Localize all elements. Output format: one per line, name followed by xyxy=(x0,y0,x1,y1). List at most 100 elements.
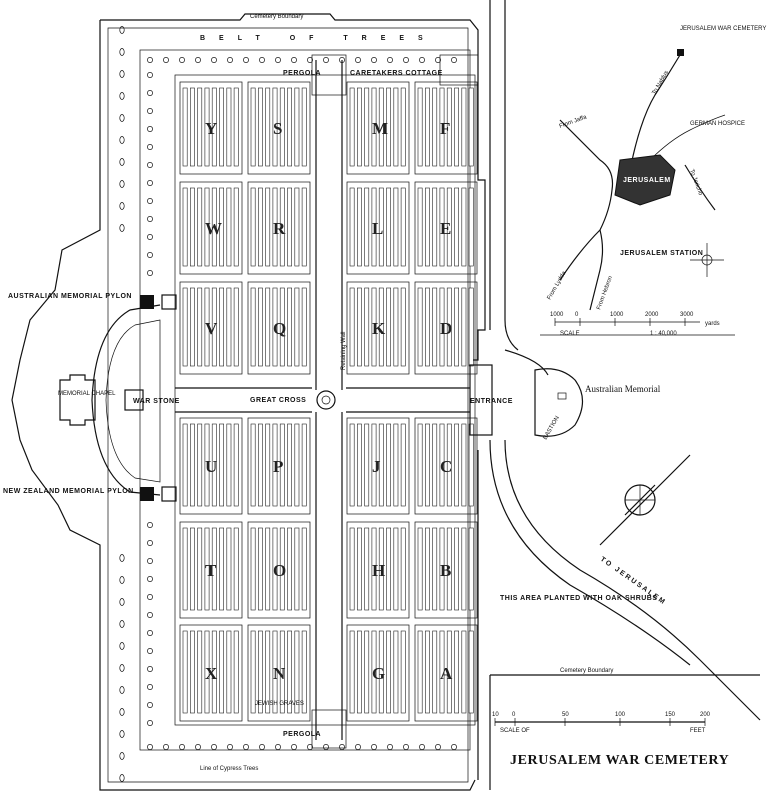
scale-tick-label: 100 xyxy=(615,712,626,718)
grave-row xyxy=(197,630,203,714)
australian-memorial-icon xyxy=(557,392,567,400)
grave-row xyxy=(417,630,423,714)
grave-row xyxy=(226,87,232,167)
tree-icon xyxy=(147,702,153,708)
tree-icon xyxy=(435,744,441,750)
scale-tick-label: 50 xyxy=(562,712,569,718)
grave-row xyxy=(386,187,391,267)
tree-icon xyxy=(119,202,125,210)
grave-row xyxy=(468,287,474,367)
grave-row xyxy=(371,630,377,714)
grave-row xyxy=(356,87,362,167)
grave-row xyxy=(461,287,467,367)
cemetery-boundary-right-label: Cemetery Boundary xyxy=(560,668,613,674)
plot-letter: W xyxy=(205,219,222,238)
grave-row xyxy=(226,527,232,611)
grave-row xyxy=(294,187,300,267)
plot-letter: M xyxy=(372,119,388,138)
tree-icon xyxy=(371,57,377,63)
north-south-path xyxy=(315,60,343,740)
grave-row xyxy=(219,630,224,714)
grave-row xyxy=(211,527,217,611)
plot-block xyxy=(414,81,478,175)
plot-letter: L xyxy=(372,219,383,238)
plot-letter: A xyxy=(440,664,453,683)
inset-scale-tick-label: 3000 xyxy=(680,312,694,318)
tree-icon xyxy=(147,576,153,582)
grave-row xyxy=(233,527,239,611)
inset-scale-bar xyxy=(554,318,700,326)
plot-letter: D xyxy=(440,319,452,338)
grave-row xyxy=(393,630,399,714)
new-zealand-pylon-icon xyxy=(140,487,154,501)
tree-icon xyxy=(179,57,185,63)
grave-row xyxy=(400,87,406,167)
grave-row xyxy=(250,87,256,167)
belt-of-trees-label: BELT OF TREES xyxy=(200,35,437,42)
grave-row xyxy=(393,423,399,507)
grave-row xyxy=(182,287,188,367)
grave-row xyxy=(400,527,406,611)
grave-row xyxy=(454,630,459,714)
grave-row xyxy=(454,423,459,507)
tree-icon xyxy=(147,594,153,600)
grave-row xyxy=(468,527,474,611)
grave-row xyxy=(446,630,452,714)
grave-row xyxy=(233,187,239,267)
grave-row xyxy=(364,187,370,267)
inset-scale-tick-label: 1000 xyxy=(610,312,624,318)
plot-block xyxy=(414,281,478,375)
grave-row xyxy=(461,630,467,714)
grave-row xyxy=(356,527,362,611)
grave-row xyxy=(424,630,430,714)
grave-row xyxy=(301,287,307,367)
tree-icon xyxy=(355,57,361,63)
tree-icon xyxy=(387,57,393,63)
grave-row xyxy=(287,527,292,611)
grave-row xyxy=(432,630,438,714)
grave-row xyxy=(349,87,355,167)
grave-row xyxy=(424,187,430,267)
grave-row xyxy=(226,287,232,367)
tree-icon xyxy=(119,686,125,694)
grave-row xyxy=(461,87,467,167)
tree-icon xyxy=(147,162,153,168)
grave-row xyxy=(204,187,210,267)
grave-row xyxy=(182,187,188,267)
grave-row xyxy=(454,187,459,267)
tree-icon xyxy=(179,744,185,750)
tree-icon xyxy=(451,744,457,750)
tree-icon xyxy=(147,558,153,564)
plot-block xyxy=(346,521,410,619)
grave-row xyxy=(417,423,423,507)
tree-icon xyxy=(147,252,153,258)
grave-row xyxy=(393,87,399,167)
grave-row xyxy=(211,187,217,267)
plot-block xyxy=(346,81,410,175)
tree-icon xyxy=(119,620,125,628)
tree-icon xyxy=(259,57,265,63)
plot-block xyxy=(179,417,243,515)
tree-icon xyxy=(419,57,425,63)
grave-row xyxy=(446,527,452,611)
tree-icon xyxy=(147,198,153,204)
grave-row xyxy=(294,287,300,367)
tree-icon xyxy=(307,57,313,63)
plot-letter: O xyxy=(273,561,286,580)
tree-icon xyxy=(435,57,441,63)
tree-icon xyxy=(119,752,125,760)
tree-icon xyxy=(387,744,393,750)
grave-row xyxy=(250,630,256,714)
great-cross-inner xyxy=(321,395,331,405)
grave-row xyxy=(400,187,406,267)
grave-row xyxy=(272,287,278,367)
grave-row xyxy=(424,423,430,507)
grave-row xyxy=(378,630,384,714)
grave-row xyxy=(182,527,188,611)
tree-icon xyxy=(119,576,125,584)
grave-row xyxy=(219,423,224,507)
grave-row xyxy=(364,630,370,714)
scale-tick-label: 200 xyxy=(700,712,711,718)
grave-row xyxy=(197,287,203,367)
